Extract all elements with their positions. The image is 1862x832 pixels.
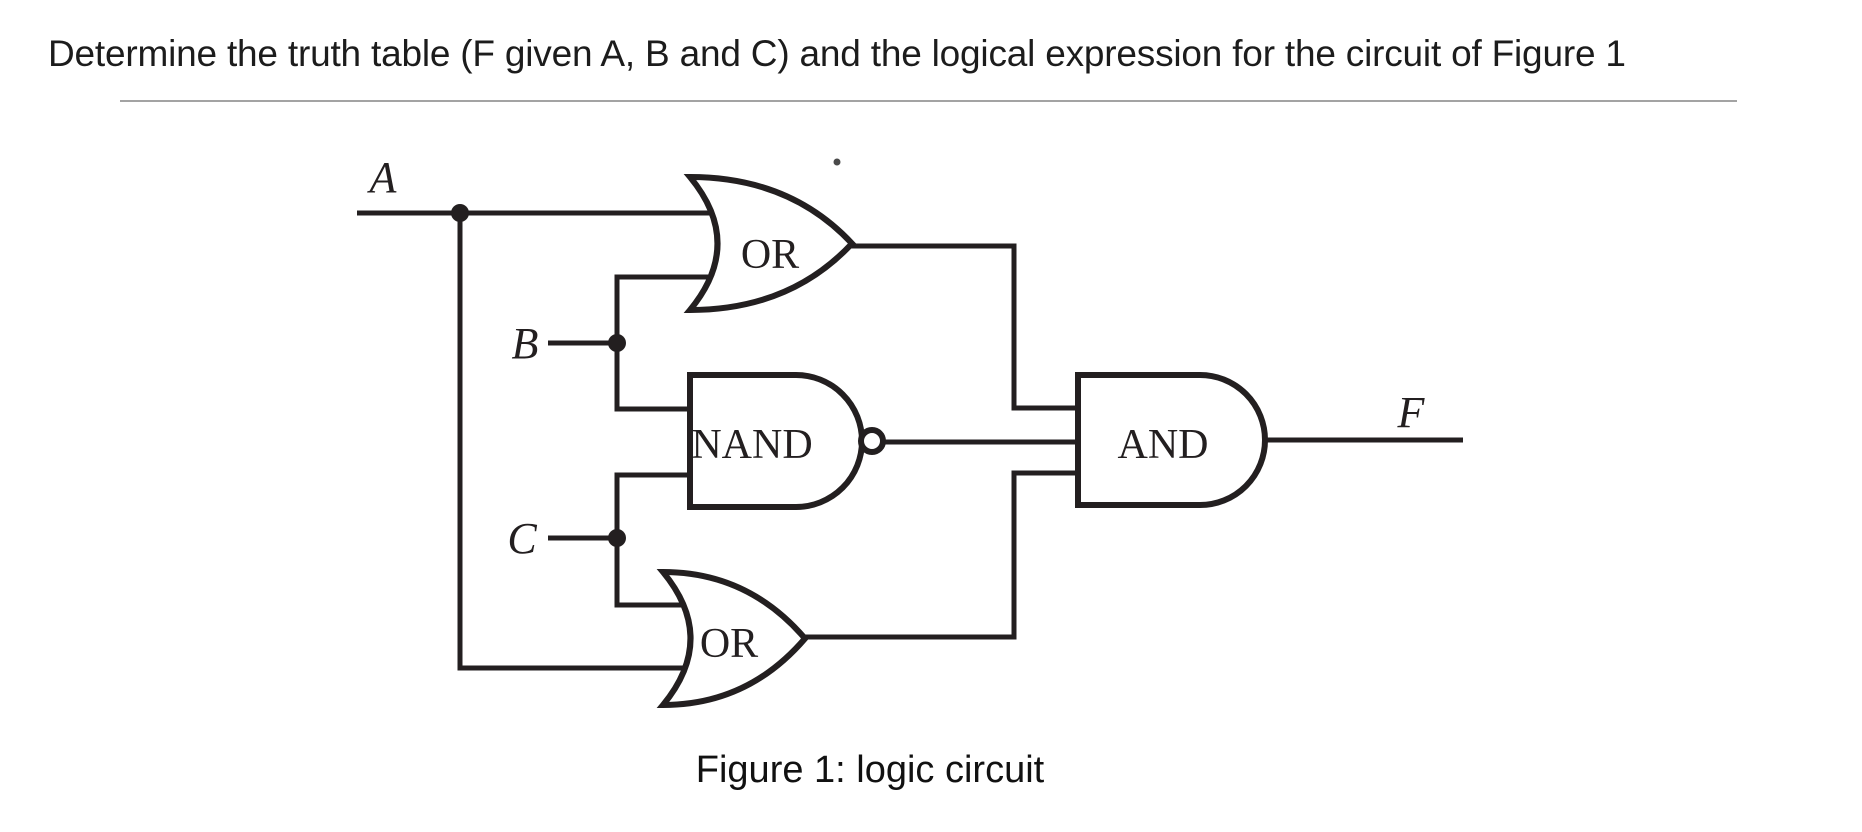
junction-dot-a [451, 204, 469, 222]
and-gate-shape [1075, 372, 1268, 508]
or-top-gate-shape [683, 173, 857, 314]
junction-dot-c [608, 529, 626, 547]
nand-gate-label: NAND [691, 422, 812, 468]
or-top-gate-label: OR [741, 232, 799, 278]
wire-c-to-nand [614, 472, 690, 538]
or-bottom-gate-label: OR [700, 621, 758, 667]
input-label-c: C [507, 514, 537, 563]
and-gate-label: AND [1118, 422, 1209, 468]
wire-or-bottom-to-and [798, 470, 1078, 640]
input-label-b: B [512, 319, 539, 368]
nand-inverter-bubble [858, 427, 886, 455]
figure-caption: Figure 1: logic circuit [695, 749, 1045, 791]
stray-speck [833, 158, 841, 166]
wire-or-top-to-and [845, 243, 1078, 411]
or-bottom-gate-shape [656, 568, 809, 709]
junction-dot-b [608, 334, 626, 352]
output-label-f: F [1397, 388, 1426, 437]
wire-b-to-or-top [614, 274, 740, 343]
wire-b-to-nand [614, 343, 690, 412]
title-divider [120, 100, 1737, 102]
input-label-a: A [367, 153, 398, 202]
question-title: Determine the truth table (F given A, B … [48, 33, 1626, 74]
wire-a-to-or-bottom [457, 213, 740, 671]
